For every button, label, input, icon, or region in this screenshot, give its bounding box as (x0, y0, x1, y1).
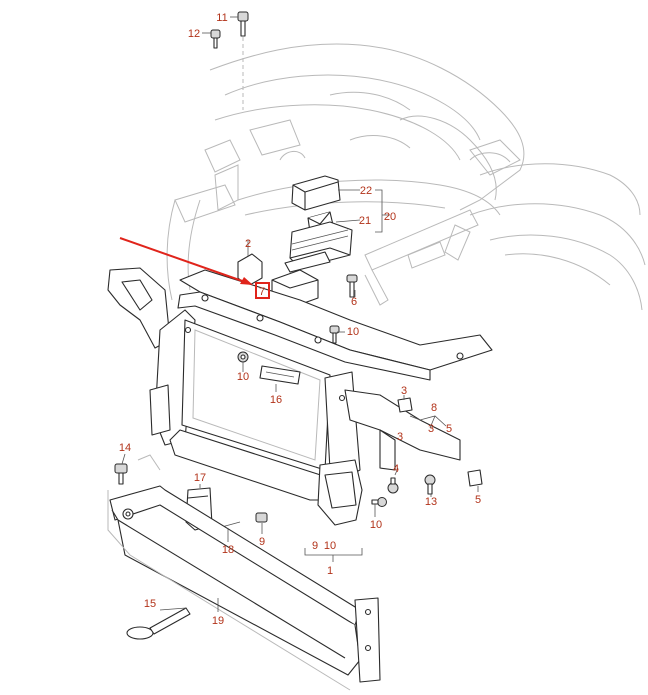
clip-5-lower (467, 469, 483, 487)
pointer-arrow (119, 237, 253, 285)
screw-6 (346, 274, 358, 298)
callout-3-left: 3 (428, 423, 434, 435)
callout-14: 14 (119, 442, 131, 454)
clip-3-upper (397, 397, 413, 413)
label-sticker-16 (259, 365, 301, 385)
callout-5-upper: 5 (446, 423, 452, 435)
callout-18: 18 (222, 544, 234, 556)
callout-16: 16 (270, 394, 282, 406)
bolt-14 (114, 463, 128, 485)
bolt-4 (387, 477, 399, 494)
highlight-box-7 (255, 282, 270, 299)
bolt-10-upper (329, 325, 340, 344)
bolt-12 (202, 29, 221, 49)
bumper-reinforcement-19 (107, 454, 381, 691)
callout-10-left: 10 (237, 371, 249, 383)
callout-5-lower: 5 (475, 494, 481, 506)
callout-13: 13 (425, 496, 437, 508)
callout-19: 19 (212, 615, 224, 627)
callout-21: 21 (359, 215, 371, 227)
lock-carrier (107, 267, 493, 526)
callout-12: 12 (188, 28, 200, 40)
nut-10-left (237, 351, 249, 363)
callout-10-right: 10 (370, 519, 382, 531)
callout-9-brace: 9 (312, 540, 318, 552)
bolt-11 (230, 11, 249, 37)
callout-3-upper: 3 (401, 385, 407, 397)
nut-9 (255, 512, 268, 523)
air-guide-housing (284, 221, 353, 273)
callout-10-upper: 10 (347, 326, 359, 338)
callout-6: 6 (351, 296, 357, 308)
callout-11: 11 (216, 12, 227, 24)
bolt-13 (424, 474, 436, 495)
callout-8: 8 (431, 402, 437, 414)
callout-20: 20 (384, 211, 396, 223)
callout-1: 1 (327, 565, 333, 577)
callout-7: 7 (259, 286, 265, 298)
callout-9: 9 (259, 536, 265, 548)
bolt-10-lower-right (371, 497, 387, 507)
callout-15: 15 (144, 598, 156, 610)
leader-lines (121, 189, 479, 612)
callout-10-brace: 10 (324, 540, 336, 552)
air-guide-22 (291, 175, 341, 211)
callout-3-right: 3 (397, 431, 403, 443)
towing-eye-15 (126, 607, 191, 640)
callout-2: 2 (245, 238, 251, 250)
callout-22: 22 (360, 185, 372, 197)
callout-labels: 1 2 3 3 3 4 5 5 6 7 8 9 9 10 10 10 10 10… (119, 12, 481, 627)
callout-4: 4 (393, 463, 399, 475)
callout-17: 17 (194, 472, 206, 484)
